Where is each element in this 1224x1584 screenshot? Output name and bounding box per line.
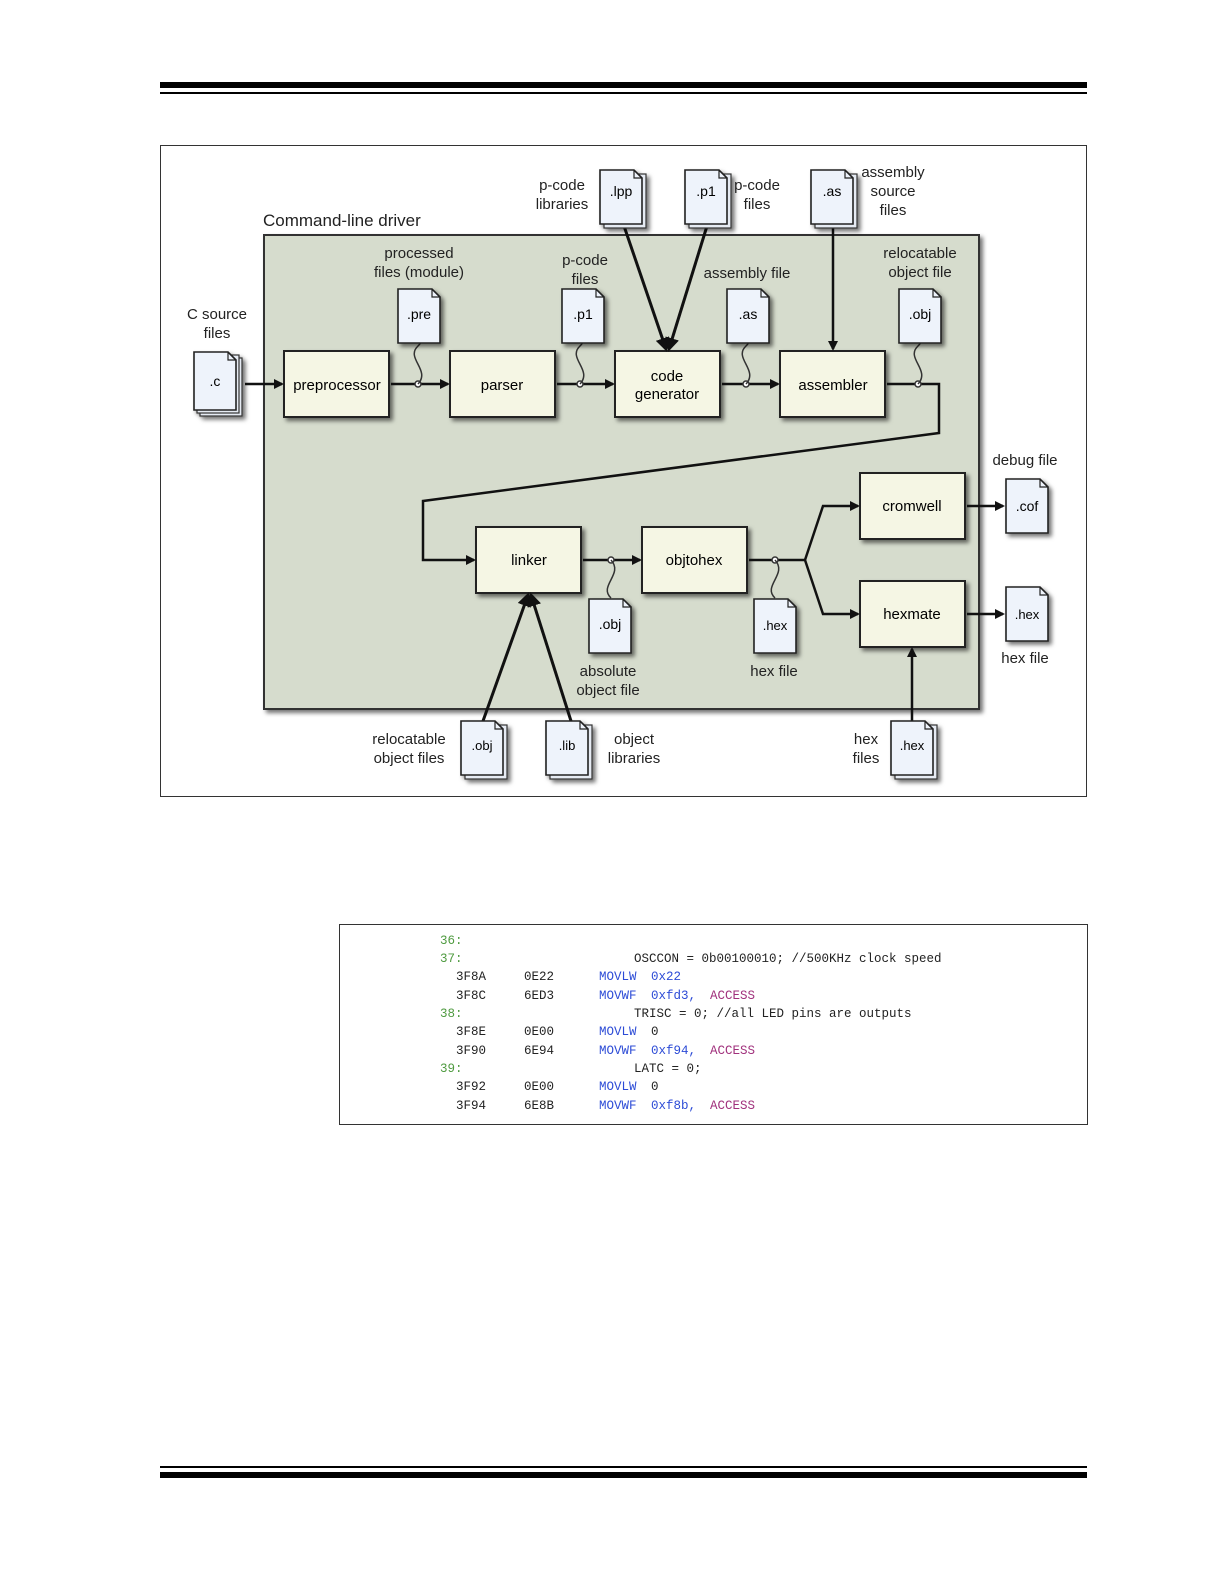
c-source-file-icon: .c xyxy=(193,351,243,417)
svg-text:libraries: libraries xyxy=(608,750,661,767)
listing-line: 3F94 6E8B MOVWF 0xf8b, ACCESS xyxy=(456,1099,756,1113)
compiler-flow-diagram: Command-line driver preprocessor parser … xyxy=(187,164,1058,780)
debug-file-label: debug file xyxy=(992,452,1057,469)
linker-stage: linker xyxy=(475,526,582,594)
svg-text:objtohex: objtohex xyxy=(666,552,723,569)
svg-text:.lpp: .lpp xyxy=(610,183,633,199)
svg-text:parser: parser xyxy=(481,377,524,394)
svg-text:object file: object file xyxy=(888,264,951,281)
header-rule-thin xyxy=(160,92,1087,94)
svg-text:files: files xyxy=(744,196,771,213)
svg-text:.hex: .hex xyxy=(763,618,788,633)
absolute-object-label: absolute xyxy=(580,663,637,680)
compiler-flow-figure: Command-line driver preprocessor parser … xyxy=(160,145,1087,797)
svg-text:linker: linker xyxy=(511,552,547,569)
svg-text:libraries: libraries xyxy=(536,196,589,213)
listing-line: 37: OSCCON = 0b00100010; //500KHz clock … xyxy=(440,952,942,966)
svg-text:.c: .c xyxy=(210,373,221,389)
svg-text:.obj: .obj xyxy=(599,616,622,632)
listing-line: 36: xyxy=(440,934,463,948)
hex-file-out-label: hex file xyxy=(1001,650,1049,667)
svg-text:.hex: .hex xyxy=(900,738,925,753)
hex-out-file-icon: .hex xyxy=(1005,586,1049,642)
svg-text:.p1: .p1 xyxy=(573,306,593,322)
svg-text:source: source xyxy=(870,183,915,200)
cromwell-stage: cromwell xyxy=(859,472,966,540)
pcode-inner-label: p-code xyxy=(562,252,608,269)
relocatable-objects-label: relocatable xyxy=(372,731,445,748)
disassembly-listing: 36: 37: OSCCON = 0b00100010; //500KHz cl… xyxy=(339,924,1088,1125)
pre-file-icon: .pre xyxy=(397,288,441,344)
svg-text:object file: object file xyxy=(576,682,639,699)
svg-text:cromwell: cromwell xyxy=(882,498,941,515)
processed-files-label: processed xyxy=(384,245,453,262)
listing-line: 38: TRISC = 0; //all LED pins are output… xyxy=(440,1007,912,1021)
obj-inner-file-icon: .obj xyxy=(898,288,942,344)
listing-line: 3F8C 6ED3 MOVWF 0xfd3, ACCESS xyxy=(456,989,756,1003)
svg-text:files: files xyxy=(853,750,880,767)
object-libraries-label: object xyxy=(614,731,655,748)
svg-text:generator: generator xyxy=(635,386,699,403)
relocatable-object-label: relocatable xyxy=(883,245,956,262)
svg-text:files (module): files (module) xyxy=(374,264,464,281)
as-top-file-icon: .as xyxy=(810,169,858,229)
hexmate-stage: hexmate xyxy=(859,580,966,648)
svg-text:.cof: .cof xyxy=(1016,498,1039,514)
hex-files-bottom-label: hex xyxy=(854,731,879,748)
footer-rule-thin xyxy=(160,1466,1087,1468)
svg-text:code: code xyxy=(651,368,684,385)
svg-text:assembler: assembler xyxy=(798,377,867,394)
listing-line: 3F8E 0E00 MOVLW 0 xyxy=(456,1025,659,1039)
parser-stage: parser xyxy=(449,350,556,418)
c-source-label: C source xyxy=(187,306,247,323)
objtohex-stage: objtohex xyxy=(641,526,748,594)
svg-text:files: files xyxy=(204,325,231,342)
svg-text:preprocessor: preprocessor xyxy=(293,377,381,394)
listing-line: 39: LATC = 0; xyxy=(440,1062,702,1076)
assembly-source-label: assembly xyxy=(861,164,925,181)
obj-absolute-file-icon: .obj xyxy=(588,598,632,654)
figure-captions: C source files processed files (module) … xyxy=(187,164,1058,767)
pcode-libraries-label: p-code xyxy=(539,177,585,194)
p1-inner-file-icon: .p1 xyxy=(561,288,605,344)
cof-file-icon: .cof xyxy=(1005,478,1049,534)
footer-rule-thick xyxy=(160,1472,1087,1478)
flow-arrows xyxy=(245,225,1005,722)
svg-text:.hex: .hex xyxy=(1015,607,1040,622)
obj-bottom-file-icon: .obj xyxy=(460,720,508,780)
svg-text:files: files xyxy=(880,202,907,219)
hex-bottom-file-icon: .hex xyxy=(890,720,938,780)
svg-text:.lib: .lib xyxy=(559,738,576,753)
svg-text:.as: .as xyxy=(823,183,842,199)
command-line-driver-label: Command-line driver xyxy=(263,211,421,230)
listing-line: 3F90 6E94 MOVWF 0xf94, ACCESS xyxy=(456,1044,756,1058)
assembly-file-label: assembly file xyxy=(704,265,791,282)
svg-text:.p1: .p1 xyxy=(696,183,716,199)
svg-text:hexmate: hexmate xyxy=(883,606,941,623)
svg-text:.obj: .obj xyxy=(472,738,493,753)
preprocessor-stage: preprocessor xyxy=(283,350,390,418)
svg-text:files: files xyxy=(572,271,599,288)
pcode-files-top-label: p-code xyxy=(734,177,780,194)
svg-text:.as: .as xyxy=(739,306,758,322)
p1-top-file-icon: .p1 xyxy=(684,169,732,229)
hex-file-inner-label: hex file xyxy=(750,663,798,680)
lpp-file-icon: .lpp xyxy=(599,169,647,229)
as-inner-file-icon: .as xyxy=(726,288,770,344)
code-generator-stage: code generator xyxy=(614,350,721,418)
hex-inner-file-icon: .hex xyxy=(753,598,797,654)
svg-text:.obj: .obj xyxy=(909,306,932,322)
assembler-stage: assembler xyxy=(779,350,886,418)
svg-text:.pre: .pre xyxy=(407,306,431,322)
header-rule-thick xyxy=(160,82,1087,88)
listing-line: 3F8A 0E22 MOVLW 0x22 xyxy=(456,970,682,984)
listing-line: 3F92 0E00 MOVLW 0 xyxy=(456,1080,659,1094)
svg-text:object files: object files xyxy=(374,750,445,767)
lib-file-icon: .lib xyxy=(545,720,593,780)
